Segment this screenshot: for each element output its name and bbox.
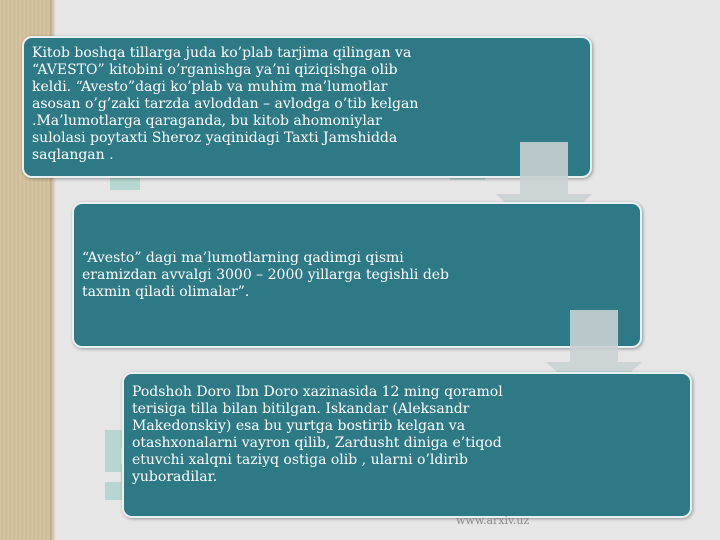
flow-box-3-text: Podshoh Doro Ibn Doro xazinasida 12 ming… (132, 384, 503, 485)
flow-box-3 (122, 372, 692, 518)
flow-box-1-text: Kitob boshqa tillarga juda ko’plab tarji… (32, 45, 419, 163)
flow-box-2 (72, 202, 642, 348)
flow-box-1 (22, 36, 592, 178)
flow-box-2-text: “Avesto” dagi ma’lumotlarning qadimgi qi… (82, 250, 450, 300)
decorative-left-strip-edge (50, 0, 56, 540)
footer-url: www.arxiv.uz (456, 514, 530, 527)
